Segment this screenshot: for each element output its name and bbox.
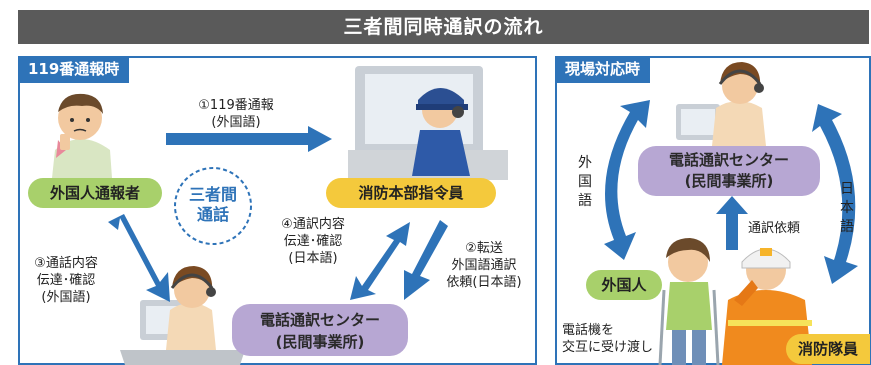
handover-line2: 交互に受け渡し [562,340,654,355]
page-title: 三者間同時通訳の流れ [343,16,544,38]
left-interpreter-figure [120,266,245,365]
step3-line3: (外国語) [41,290,91,305]
left-panel [18,56,537,365]
right-interpreter-line1: 電話通訳センター [668,151,789,169]
three-party-circle [174,167,252,245]
step3-line2: 伝達･確認 [36,273,96,288]
three-party-call-label: 三者間 通話 [188,185,237,224]
step2-label: ②転送 外国語通訳 依頼(日本語) [434,240,534,291]
japanese-vertical: 日 本 語 [840,181,854,235]
interpretation-request-label: 通訳依頼 [748,221,801,236]
right-panel [555,56,871,365]
step1-line1: ①119番通報 [198,98,274,113]
left-interpreter-line2: (民間事業所) [275,333,365,351]
foreigner-figure [658,238,720,365]
handover-label: 電話機を 交互に受け渡し [562,322,653,356]
right-interpreter-line2: (民間事業所) [684,172,774,190]
right-panel-tab: 現場対応時 [555,56,651,83]
firefighter-label: 消防隊員 [786,334,870,364]
step1-label: ①119番通報 (外国語) [186,97,286,131]
right-interpreter-figure [676,62,766,146]
foreigner-label: 外国人 [586,270,662,300]
step3-label: ③通話内容 伝達･確認 (外国語) [22,255,110,306]
diagram-arrows [108,100,858,302]
step4-line2: 伝達･確認 [283,234,343,249]
step4-line3: (日本語) [288,251,338,266]
step1-line2: (外国語) [211,115,261,130]
step2-line2: 外国語通訳 [451,258,517,273]
step2-line3: 依頼(日本語) [446,275,522,290]
step2-line1: ②転送 [465,241,503,256]
left-interpreter-label: 電話通訳センター (民間事業所) [232,304,408,356]
title-bar [18,10,869,44]
handover-line1: 電話機を [562,323,615,338]
step4-line1: ④通訳内容 [281,217,345,232]
left-panel-tab: 119番通報時 [18,56,130,83]
foreign-language-vertical: 外 国 語 [578,155,592,209]
step4-label: ④通訳内容 伝達･確認 (日本語) [270,216,356,267]
left-interpreter-line1: 電話通訳センター [259,311,380,329]
caller-label: 外国人通報者 [28,178,162,208]
right-interpreter-label: 電話通訳センター (民間事業所) [638,146,820,196]
step3-line1: ③通話内容 [34,256,98,271]
dispatcher-figure [348,66,508,180]
dispatcher-label: 消防本部指令員 [326,178,496,208]
caller-figure [52,93,112,178]
